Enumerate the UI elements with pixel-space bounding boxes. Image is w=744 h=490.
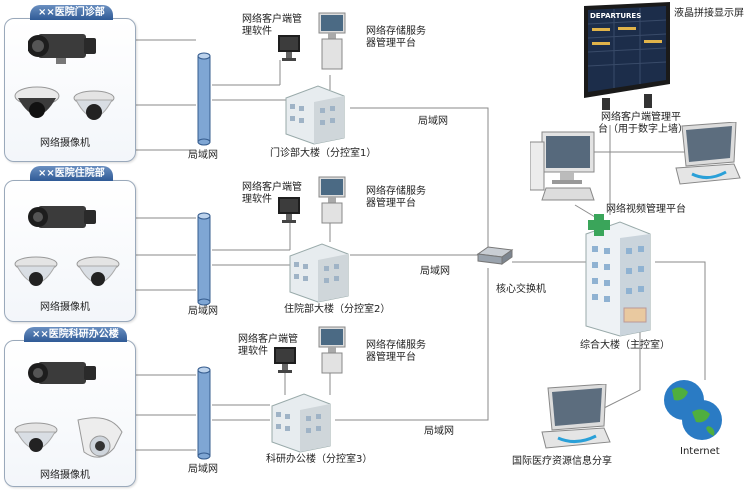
monitor-icon [278,197,300,223]
server-monitor-icon [318,176,346,224]
camera-label-1: 网络摄像机 [40,138,90,149]
dome-camera-icon [76,256,120,286]
laptop-icon [541,384,611,449]
box-camera-icon [28,206,96,228]
lan-tube-icon [197,212,211,306]
lan-label-3: 局域网 [188,464,218,475]
intl-share-label: 国际医疗资源信息分享 [512,456,612,467]
storage-label-3: 网络存储服务器管理平台 [366,340,426,363]
monitor-icon [274,347,296,373]
desktop-pc-icon [530,131,595,201]
storage-label-2: 网络存储服务器管理平台 [366,186,426,209]
lan-label-2: 局域网 [188,306,218,317]
dome-camera-icon [14,256,58,286]
building-label-1: 门诊部大楼（分控室1） [270,148,377,159]
camera-label-2: 网络摄像机 [40,302,90,313]
client-software-label-1: 网络客户端管理软件 [242,14,302,37]
dome-camera-icon [14,86,60,118]
lcd-wall-icon [584,2,670,110]
client-software-label-3: 网络客户端管理软件 [238,334,298,357]
monitor-icon [278,35,300,61]
camera-label-3: 网络摄像机 [40,470,90,481]
section-title-inpatient: ××医院住院部 [30,166,113,181]
lan-tube-icon [197,52,211,146]
speed-dome-camera-icon [77,417,123,458]
lan-tube-icon [197,366,211,460]
internet-label: Internet [680,446,720,457]
box-camera-icon [28,362,96,384]
laptop-icon [675,122,741,185]
building-icon [289,243,349,303]
server-monitor-icon [318,12,346,70]
storage-label-1: 网络存储服务器管理平台 [366,26,426,49]
main-building-label: 综合大楼（主控室） [580,340,670,351]
section-title-outpatient: ××医院门诊部 [30,5,113,20]
dome-camera-icon [73,90,115,120]
core-switch-icon [476,246,514,265]
section-title-research: ××医院科研办公楼 [24,327,127,342]
video-platform-label: 网络视频管理平台 [606,204,686,215]
section-panel-inpatient [4,180,136,322]
lan-label-1: 局域网 [188,150,218,161]
hospital-building-icon [585,214,651,337]
globe-icon [664,380,722,440]
lcd-wall-label: 液晶拼接显示屏 [674,8,744,19]
lan-label-link-3: 局域网 [424,426,454,437]
core-switch-label: 核心交换机 [496,284,546,295]
wall-client-label: 网络客户端管理平台（用于数字上墙） [598,112,688,135]
lan-label-link-1: 局域网 [418,116,448,127]
client-software-label-2: 网络客户端管理软件 [242,182,302,205]
building-icon [271,393,331,453]
box-camera-icon [28,34,96,64]
dome-camera-icon [14,422,58,452]
building-icon [285,85,345,145]
building-label-3: 科研办公楼（分控室3） [266,454,373,465]
server-monitor-icon [318,326,346,374]
lan-label-link-2: 局域网 [420,266,450,277]
building-label-2: 住院部大楼（分控室2） [284,304,391,315]
lcd-screen-text: DEPARTURES [590,12,642,20]
